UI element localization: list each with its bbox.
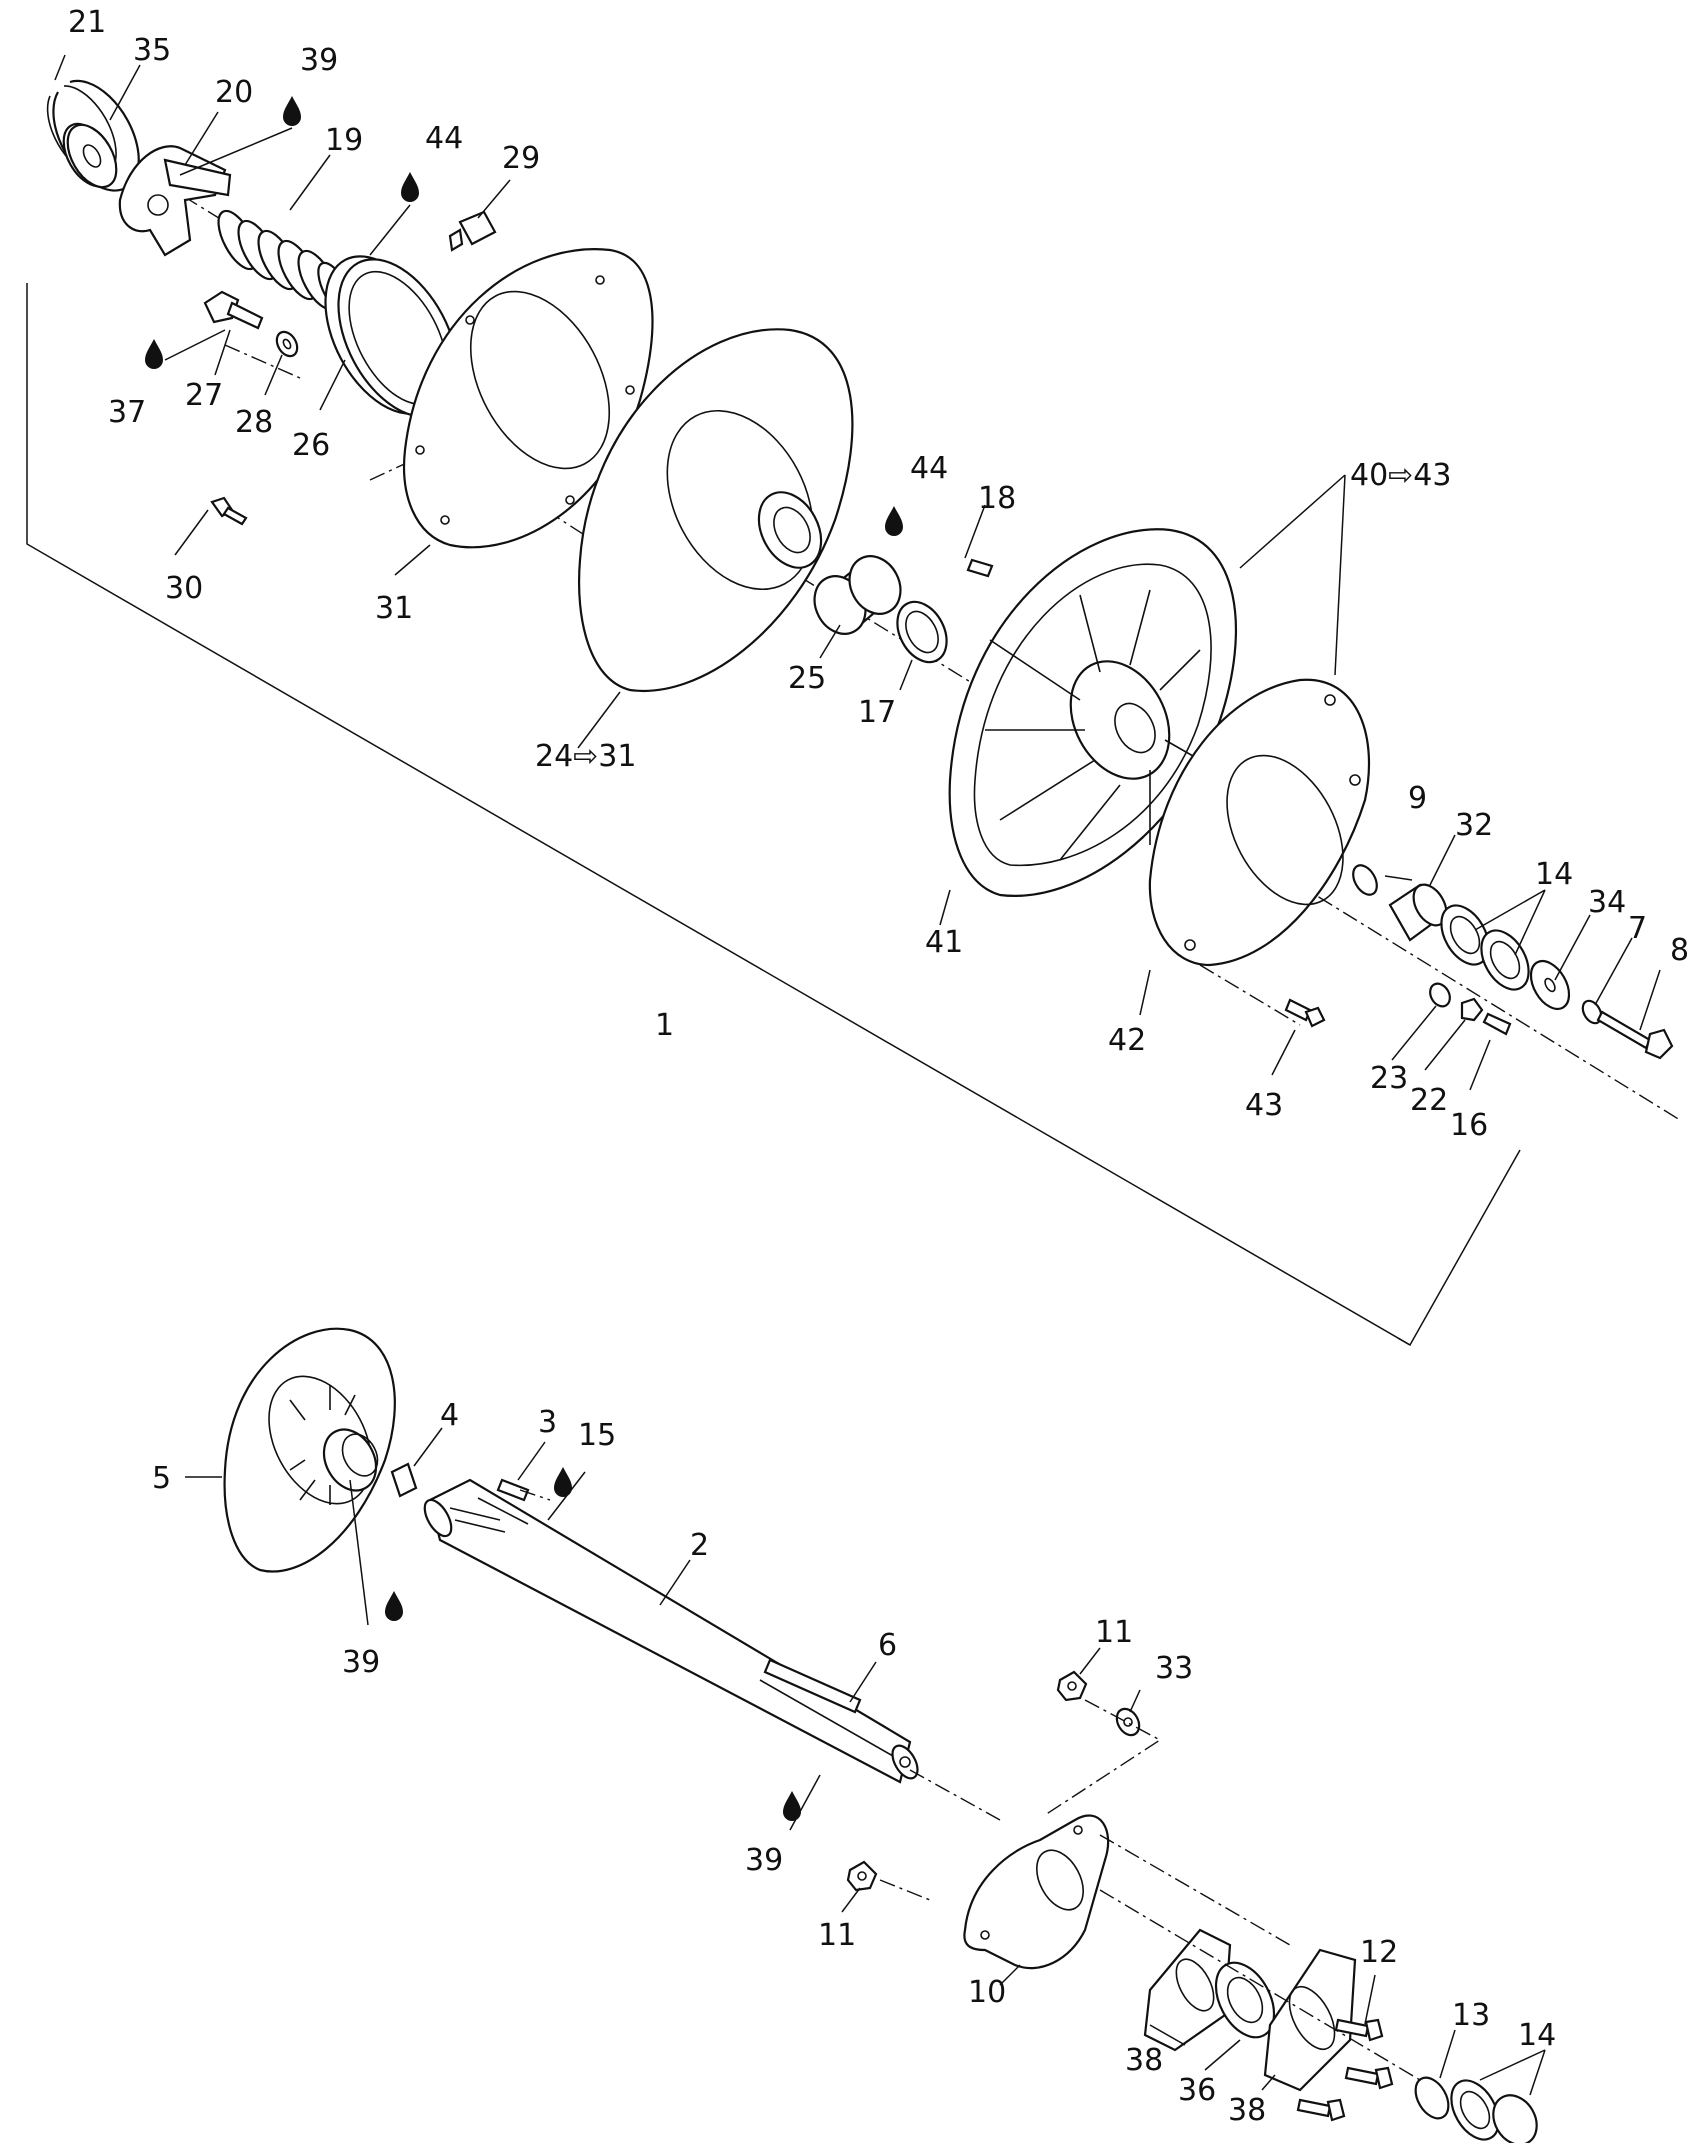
washer-34	[1529, 960, 1571, 1010]
callout-26: 26	[292, 428, 330, 463]
oil-drop-icon	[385, 1591, 403, 1621]
callout-24-31: 24⇨31	[535, 739, 636, 774]
callout-3: 3	[538, 1405, 557, 1440]
setscrew-4	[390, 1462, 418, 1498]
callout-39: 39	[342, 1645, 380, 1680]
lockwasher-7	[1581, 999, 1603, 1025]
callout-41: 41	[925, 925, 963, 960]
callout-31: 31	[375, 591, 413, 626]
callout-32: 32	[1455, 808, 1493, 843]
key-3	[496, 1478, 530, 1502]
washer-9	[1352, 864, 1378, 896]
callout-18: 18	[978, 481, 1016, 516]
callout-2: 2	[690, 1528, 709, 1563]
washer-17	[896, 600, 948, 664]
callout-19: 19	[325, 123, 363, 158]
spacer-32	[1388, 883, 1448, 942]
callout-38: 38	[1125, 2043, 1163, 2078]
nut-11-upper	[1056, 1670, 1088, 1702]
callout-36: 36	[1178, 2073, 1216, 2108]
cam-20	[118, 145, 232, 257]
oil-drop-icon	[885, 506, 903, 536]
bracket-plate-10	[963, 1814, 1110, 1970]
callout-44: 44	[910, 451, 948, 486]
callout-30: 30	[165, 571, 203, 606]
assembly-1-bracket	[26, 283, 1521, 1347]
callout-14: 14	[1518, 2018, 1556, 2053]
washer-28	[275, 330, 299, 358]
sheave-5	[223, 1327, 396, 1573]
oil-drop-icon	[401, 172, 419, 202]
callout-39: 39	[745, 1843, 783, 1878]
callout-34: 34	[1588, 885, 1626, 920]
callout-25: 25	[788, 661, 826, 696]
washers-14-lower	[1450, 2079, 1538, 2143]
flange-plate-42	[1148, 678, 1371, 967]
flange-38-left	[1143, 1928, 1232, 2052]
callout-11: 11	[1095, 1615, 1133, 1650]
callout-12: 12	[1360, 1935, 1398, 1970]
callout-13: 13	[1452, 1998, 1490, 2033]
callout-1: 1	[655, 1008, 674, 1043]
washer-33	[1115, 1707, 1141, 1737]
plate-31	[403, 248, 654, 549]
axis-lines-lower	[519, 1489, 1421, 2081]
spacer-13	[1414, 2076, 1450, 2120]
callout-44: 44	[425, 121, 463, 156]
setscrew-16	[1482, 1012, 1512, 1036]
callout-28: 28	[235, 405, 273, 440]
key-6	[763, 1658, 862, 1714]
slider-29	[448, 210, 497, 252]
bolt-8	[1596, 1010, 1674, 1060]
callout-27: 27	[185, 378, 223, 413]
callout-14: 14	[1535, 857, 1573, 892]
washer-23	[1429, 982, 1451, 1008]
oil-drop-icon	[145, 339, 163, 369]
callout-33: 33	[1155, 1651, 1193, 1686]
callout-29: 29	[502, 141, 540, 176]
washers-14-upper	[1440, 904, 1530, 991]
oil-drop-icon	[783, 1791, 801, 1821]
bushing-25	[813, 555, 902, 635]
oil-drop-icon	[283, 96, 301, 126]
callout-17: 17	[858, 695, 896, 730]
callout-9: 9	[1408, 781, 1427, 816]
key-18	[966, 558, 994, 578]
callout-21: 21	[68, 5, 106, 40]
callout-20: 20	[215, 75, 253, 110]
callout-labels: 21 35 20 39 19 44 29 37 27 28 26 30 31 2…	[68, 5, 1689, 2128]
callout-15: 15	[578, 1418, 616, 1453]
callout-8: 8	[1670, 933, 1689, 968]
callout-39: 39	[300, 43, 338, 78]
screw-43	[1284, 998, 1326, 1028]
callout-37: 37	[108, 395, 146, 430]
flange-38-right	[1263, 1948, 1357, 2092]
callout-16: 16	[1450, 1108, 1488, 1143]
leader-lines-lower	[185, 1427, 1546, 2096]
bolts-12	[1296, 2018, 1394, 2122]
callout-23: 23	[1370, 1061, 1408, 1096]
callout-38: 38	[1228, 2093, 1266, 2128]
movable-sheave-24	[578, 328, 854, 693]
screw-30	[210, 496, 248, 526]
leader-lines-upper	[54, 54, 1661, 1091]
fixed-sheave-41	[948, 528, 1238, 897]
callout-7: 7	[1628, 911, 1647, 946]
callout-11: 11	[818, 1918, 856, 1953]
nut-22	[1460, 997, 1484, 1022]
callout-4: 4	[440, 1398, 459, 1433]
callout-40-43: 40⇨43	[1350, 458, 1451, 493]
shaft-2	[423, 1478, 919, 1784]
washer-35	[62, 122, 118, 189]
callout-35: 35	[133, 33, 171, 68]
callout-42: 42	[1108, 1023, 1146, 1058]
callout-22: 22	[1410, 1083, 1448, 1118]
callout-10: 10	[968, 1975, 1006, 2010]
bolt-27	[203, 290, 264, 330]
callout-43: 43	[1245, 1088, 1283, 1123]
callout-5: 5	[152, 1461, 171, 1496]
nut-11-lower	[846, 1860, 878, 1892]
callout-6: 6	[878, 1628, 897, 1663]
